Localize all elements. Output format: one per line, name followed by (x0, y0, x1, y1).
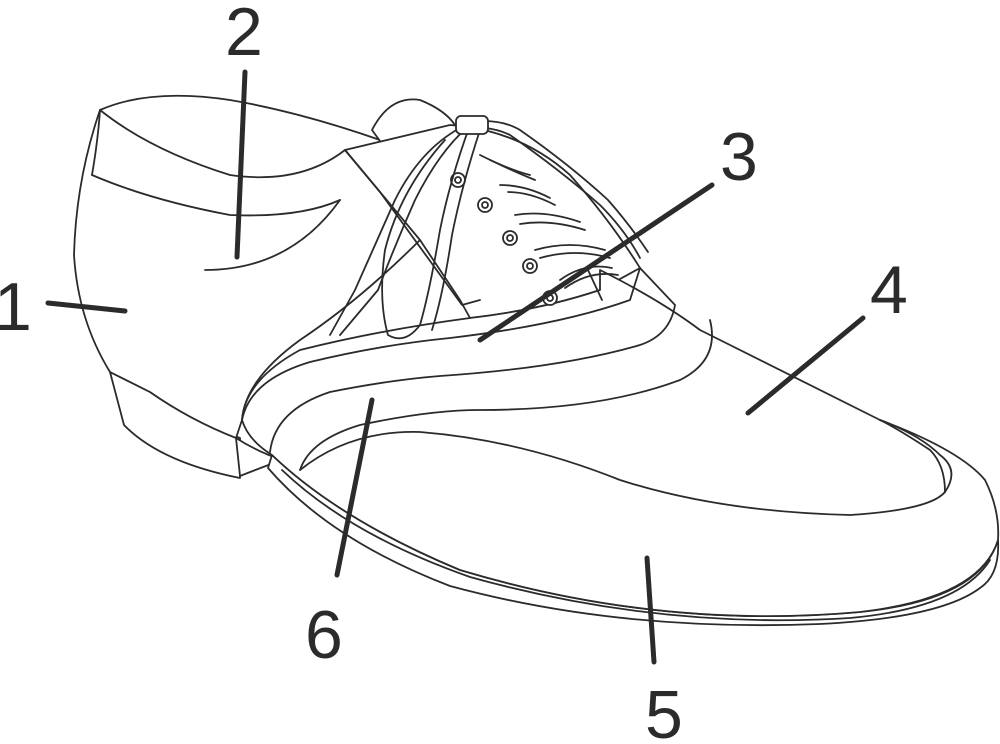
quarter (73, 94, 421, 439)
leader-4 (745, 315, 866, 416)
callout-2: 2 (225, 0, 263, 70)
leader-6 (334, 397, 375, 578)
leader-3 (477, 182, 715, 343)
laces (329, 115, 649, 340)
callout-5: 5 (645, 677, 683, 744)
callout-numbers: 1 2 3 4 5 6 (0, 0, 908, 744)
leader-2 (234, 69, 248, 260)
saddle-band (241, 267, 713, 471)
toe-cap (299, 419, 953, 516)
leader-1 (45, 300, 128, 314)
callout-1: 1 (0, 269, 32, 345)
callout-6: 6 (305, 597, 343, 673)
callout-3: 3 (720, 119, 758, 195)
vamp (241, 269, 1000, 618)
leader-5 (644, 555, 657, 665)
callout-4: 4 (870, 252, 908, 328)
leader-lines (45, 69, 866, 665)
